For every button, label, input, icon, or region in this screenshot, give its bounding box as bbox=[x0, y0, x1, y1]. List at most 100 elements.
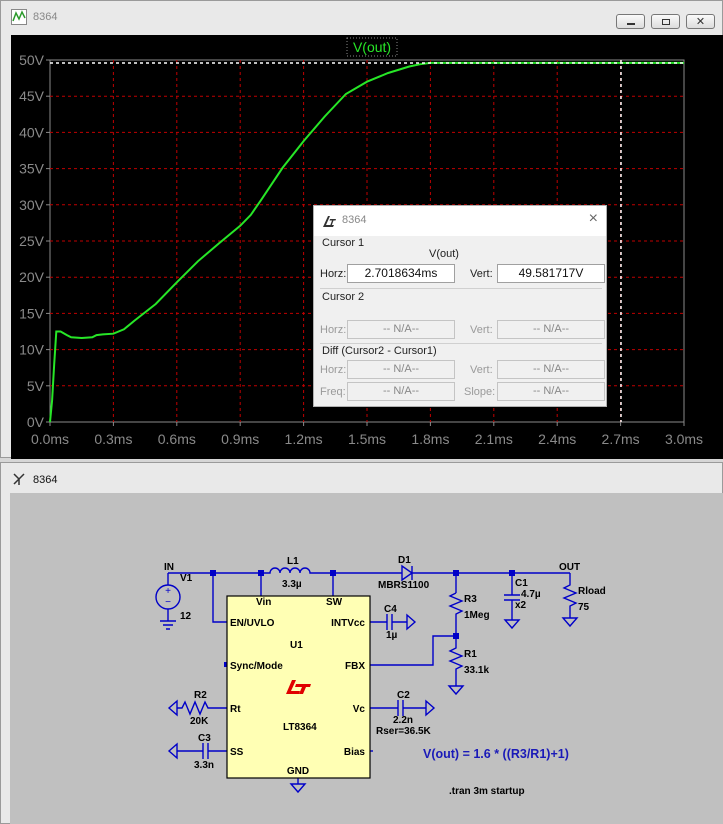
l1-name: L1 bbox=[287, 556, 299, 567]
y-tick-label: 40V bbox=[19, 124, 45, 140]
lt-logo-icon bbox=[286, 680, 311, 694]
slope-label: Slope: bbox=[464, 386, 496, 398]
cursor2-horz-field: -- N/A-- bbox=[347, 320, 455, 339]
c3-value: 3.3n bbox=[194, 760, 214, 771]
x-tick-label: 0.3ms bbox=[94, 431, 132, 447]
waveform-window-title: 8364 bbox=[33, 11, 58, 23]
d1-diode[interactable] bbox=[396, 564, 414, 582]
ic-name: U1 bbox=[290, 640, 303, 651]
vout-equation[interactable]: V(out) = 1.6 * ((R3/R1)+1) bbox=[423, 747, 569, 761]
x-tick-label: 2.7ms bbox=[602, 431, 640, 447]
rload-value: 75 bbox=[578, 602, 590, 613]
cursor1-horz-label: Horz: bbox=[320, 268, 347, 280]
pin-vin-label: Vin bbox=[256, 597, 271, 608]
r3-name: R3 bbox=[464, 594, 477, 605]
trace-label-frame bbox=[346, 37, 398, 57]
plus-icon: + bbox=[165, 586, 171, 597]
vout-trace[interactable] bbox=[49, 61, 684, 423]
x-tick-label: 0.0ms bbox=[31, 431, 69, 447]
c2-value: 2.2n bbox=[393, 715, 413, 726]
waveform-icon bbox=[11, 9, 27, 25]
cursor1-heading: Cursor 1 bbox=[322, 237, 365, 249]
c2-rser: Rser=36.5K bbox=[376, 726, 432, 737]
cursor2-vert-field: -- N/A-- bbox=[497, 320, 605, 339]
cursor-dialog-close-icon[interactable]: × bbox=[588, 210, 598, 227]
minimize-icon bbox=[626, 22, 635, 25]
diff-vert-label: Vert: bbox=[470, 364, 493, 376]
cursor1-horz-field[interactable]: 2.7018634ms bbox=[347, 264, 455, 283]
cursor2-vert-label: Vert: bbox=[470, 324, 493, 336]
v1-name: V1 bbox=[180, 573, 193, 584]
cursor1-trace-name: V(out) bbox=[429, 248, 459, 260]
rload-name: Rload bbox=[578, 586, 606, 597]
diff-heading: Diff (Cursor2 - Cursor1) bbox=[322, 345, 437, 357]
minus-icon: − bbox=[165, 597, 171, 608]
pin-en-label: EN/UVLO bbox=[230, 618, 275, 629]
pin-fbx-label: FBX bbox=[345, 661, 365, 672]
cursor1-vert-label: Vert: bbox=[470, 268, 493, 280]
r1-name: R1 bbox=[464, 649, 477, 660]
cursor-dialog-title: 8364 bbox=[342, 214, 367, 226]
lt-logo-icon bbox=[323, 216, 336, 227]
l1-inductor[interactable] bbox=[261, 567, 313, 574]
x-tick-label: 0.9ms bbox=[221, 431, 259, 447]
c1-multiplier: x2 bbox=[515, 600, 527, 611]
x-tick-label: 0.6ms bbox=[158, 431, 196, 447]
y-tick-label: 15V bbox=[19, 305, 45, 321]
d1-name: D1 bbox=[398, 555, 411, 566]
c2-name: C2 bbox=[397, 690, 410, 701]
y-tick-label: 25V bbox=[19, 233, 45, 249]
c4-value: 1µ bbox=[386, 630, 398, 641]
pin-bias-label: Bias bbox=[344, 747, 366, 758]
y-tick-label: 35V bbox=[19, 161, 45, 177]
ic-part-label: LT8364 bbox=[283, 722, 317, 733]
pin-sync-label: Sync/Mode bbox=[230, 661, 283, 672]
freq-label: Freq: bbox=[320, 386, 346, 398]
cursor2-heading: Cursor 2 bbox=[322, 291, 365, 303]
trace-label[interactable]: V(out) bbox=[353, 39, 391, 55]
slope-field: -- N/A-- bbox=[497, 382, 605, 401]
l1-value: 3.3µ bbox=[282, 579, 302, 590]
r1-value: 33.1k bbox=[464, 665, 489, 676]
r2-name: R2 bbox=[194, 690, 207, 701]
x-tick-label: 3.0ms bbox=[665, 431, 703, 447]
diff-vert-field: -- N/A-- bbox=[497, 360, 605, 379]
schematic-canvas[interactable]: + − Vin SW EN/UVLO INTVcc U1 Sync/Mode F… bbox=[10, 493, 723, 824]
x-tick-label: 2.4ms bbox=[538, 431, 576, 447]
y-tick-label: 20V bbox=[19, 269, 45, 285]
c3-name: C3 bbox=[198, 733, 211, 744]
schematic-window-titlebar[interactable]: 8364 bbox=[1, 463, 722, 493]
x-tick-label: 1.8ms bbox=[411, 431, 449, 447]
pin-sw-label: SW bbox=[326, 597, 343, 608]
v1-source[interactable] bbox=[155, 584, 181, 610]
diff-horz-field: -- N/A-- bbox=[347, 360, 455, 379]
r3-value: 1Meg bbox=[464, 610, 490, 621]
d1-value: MBRS1100 bbox=[378, 580, 430, 591]
cursor1-vert-field[interactable]: 49.581717V bbox=[497, 264, 605, 283]
c1-name: C1 bbox=[515, 578, 528, 589]
y-tick-label: 10V bbox=[19, 342, 45, 358]
schematic-window-title: 8364 bbox=[33, 474, 58, 486]
in-net-label: IN bbox=[164, 562, 174, 573]
waveform-window-titlebar[interactable]: 8364 ✕ bbox=[1, 1, 722, 33]
restore-button[interactable] bbox=[651, 14, 680, 29]
close-button[interactable]: ✕ bbox=[686, 14, 715, 29]
minimize-button[interactable] bbox=[616, 14, 645, 29]
y-tick-label: 30V bbox=[19, 197, 45, 213]
y-tick-label: 45V bbox=[19, 88, 45, 104]
cursor-dialog-titlebar[interactable]: 8364 × bbox=[314, 206, 606, 236]
close-icon: ✕ bbox=[695, 15, 706, 28]
c1-value: 4.7µ bbox=[521, 589, 541, 600]
pin-ss-label: SS bbox=[230, 747, 244, 758]
spice-directive[interactable]: .tran 3m startup bbox=[449, 786, 525, 797]
c4-name: C4 bbox=[384, 604, 397, 615]
y-tick-label: 5V bbox=[27, 378, 45, 394]
restore-icon bbox=[661, 18, 670, 25]
r2-value: 20K bbox=[190, 716, 209, 727]
v1-value: 12 bbox=[180, 611, 192, 622]
y-tick-label: 50V bbox=[19, 52, 45, 68]
x-tick-label: 1.2ms bbox=[285, 431, 323, 447]
x-tick-label: 2.1ms bbox=[475, 431, 513, 447]
